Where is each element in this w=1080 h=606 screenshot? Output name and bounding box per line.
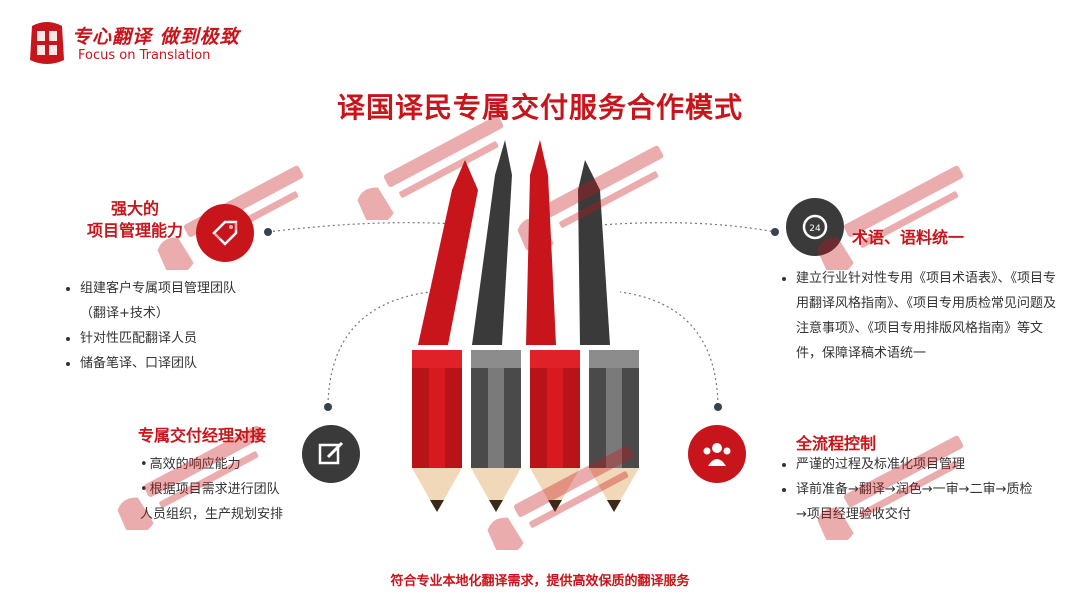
team-icon — [688, 425, 746, 483]
list-item: 根据项目需求进行团队人员组织，生产规划安排 — [140, 477, 290, 527]
logo-seal-icon — [30, 22, 64, 64]
list-item: 严谨的过程及标准化项目管理 — [796, 452, 1036, 477]
section-title-process-control: 全流程控制 — [796, 434, 877, 453]
section-title-terminology: 术语、语料统一 — [852, 228, 965, 247]
section-title-project-management: 强大的 项目管理能力 — [86, 199, 183, 240]
price-tag-icon — [196, 204, 254, 262]
phone-24h-icon: 24 — [786, 198, 844, 256]
section-title-delivery-manager: 专属交付经理对接 — [138, 426, 267, 445]
list-item: 译前准备→翻译→润色→一审→二审→质检→项目经理验收交付 — [796, 477, 1036, 527]
project-management-list: 组建客户专属项目管理团队（翻译+技术） 针对性匹配翻译人员 储备笔译、口译团队 — [60, 276, 260, 376]
terminology-list: 建立行业针对性专用《项目术语表》、《项目专用翻译风格指南》、《项目专用质检常见问… — [776, 266, 1058, 366]
footer-tagline: 符合专业本地化翻译需求，提供高效保质的翻译服务 — [390, 574, 690, 589]
logo-slogan: 专心翻译 做到极致 — [72, 26, 240, 48]
logo-tagline: Focus on Translation — [78, 48, 211, 63]
process-control-list: 严谨的过程及标准化项目管理 译前准备→翻译→润色→一审→二审→质检→项目经理验收… — [776, 452, 1036, 527]
list-item: 针对性匹配翻译人员 — [80, 326, 260, 351]
page-title: 译国译民专属交付服务合作模式 — [336, 91, 743, 124]
delivery-manager-list: 高效的响应能力 根据项目需求进行团队人员组织，生产规划安排 — [140, 452, 290, 527]
list-item: 储备笔译、口译团队 — [80, 351, 260, 376]
list-item: 组建客户专属项目管理团队（翻译+技术） — [80, 276, 260, 326]
list-item: 高效的响应能力 — [140, 452, 290, 477]
svg-text:24: 24 — [809, 224, 821, 234]
edit-note-icon — [302, 425, 360, 483]
list-item: 建立行业针对性专用《项目术语表》、《项目专用翻译风格指南》、《项目专用质检常见问… — [796, 266, 1058, 366]
